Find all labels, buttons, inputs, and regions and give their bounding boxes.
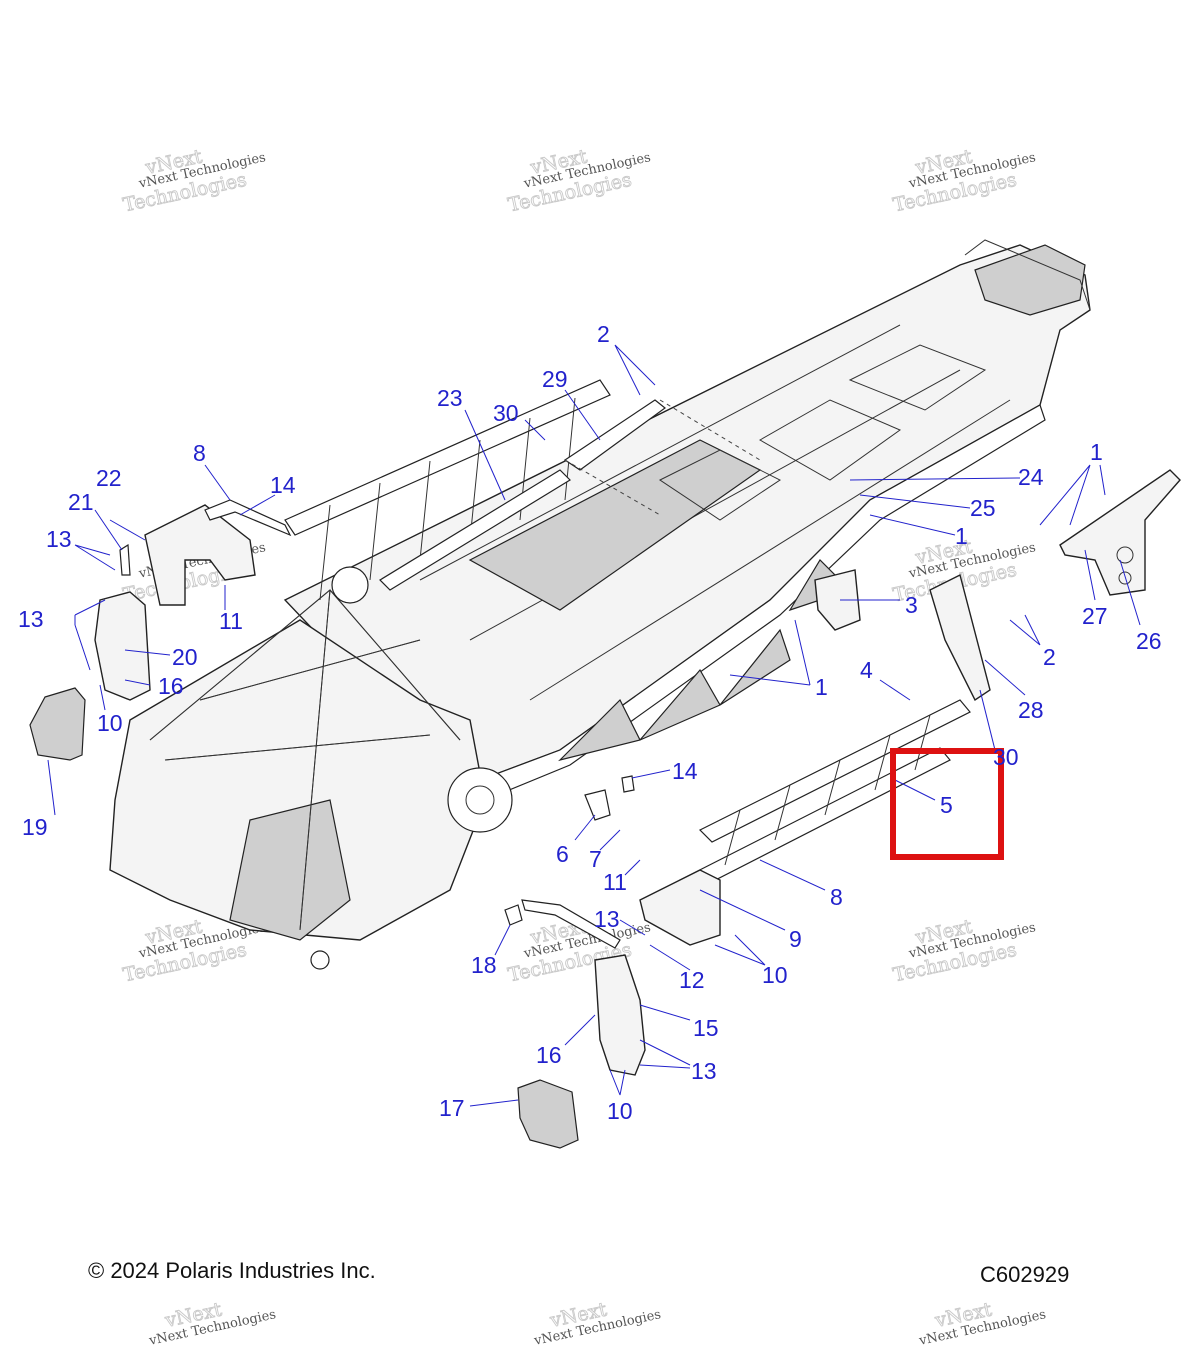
callout-27[interactable]: 27 bbox=[1082, 603, 1108, 629]
watermark: vNext vNext Technologies bbox=[147, 1298, 277, 1349]
left-running-board-slats bbox=[319, 397, 576, 601]
right-running-board-group bbox=[639, 569, 991, 946]
part-21-clip bbox=[119, 543, 131, 576]
callout-20[interactable]: 20 bbox=[172, 644, 198, 670]
front-bulkhead-shadow bbox=[229, 799, 351, 941]
part-22-bracket bbox=[144, 504, 256, 606]
upper-frame-tubes-inner bbox=[149, 589, 461, 931]
right-running-board-slats bbox=[724, 714, 931, 866]
part-18-clip bbox=[504, 904, 523, 926]
part-23-rail bbox=[379, 469, 571, 591]
front-hub-hole bbox=[465, 785, 495, 815]
bracket-hole bbox=[1118, 571, 1132, 585]
callout-7[interactable]: 7 bbox=[589, 846, 602, 872]
rear-flap bbox=[974, 244, 1086, 316]
part-29-rail bbox=[563, 399, 666, 471]
callout-17[interactable]: 17 bbox=[439, 1095, 465, 1121]
callout-labels: 2 29 23 30 8 14 22 21 13 11 13 20 16 10 … bbox=[18, 321, 1162, 1124]
callout-14[interactable]: 14 bbox=[672, 758, 698, 784]
bracket-3 bbox=[814, 569, 861, 631]
part-19-pad bbox=[29, 687, 86, 761]
callout-19[interactable]: 19 bbox=[22, 814, 48, 840]
callout-2[interactable]: 2 bbox=[1043, 644, 1056, 670]
lower-fitting bbox=[310, 950, 330, 970]
callout-13[interactable]: 13 bbox=[594, 906, 620, 932]
watermark: Technologies vNext vNext Technologies bbox=[121, 145, 268, 217]
bracket-9 bbox=[639, 869, 721, 946]
callout-21[interactable]: 21 bbox=[68, 489, 94, 515]
part-20-panel bbox=[94, 591, 151, 701]
callout-30[interactable]: 30 bbox=[993, 744, 1019, 770]
callout-13[interactable]: 13 bbox=[46, 526, 72, 552]
highlight-box bbox=[890, 748, 1004, 860]
callout-18[interactable]: 18 bbox=[471, 952, 497, 978]
callout-16[interactable]: 16 bbox=[536, 1042, 562, 1068]
part-15-panel bbox=[594, 954, 646, 1076]
callout-24[interactable]: 24 bbox=[1018, 464, 1044, 490]
rear-rack bbox=[964, 239, 1091, 311]
right-running-board bbox=[698, 699, 971, 843]
tunnel-ribs bbox=[659, 344, 987, 521]
bracket-hole bbox=[1116, 546, 1134, 564]
callout-6[interactable]: 6 bbox=[556, 841, 569, 867]
callout-22[interactable]: 22 bbox=[96, 465, 122, 491]
left-parts-group bbox=[29, 499, 292, 761]
callout-1[interactable]: 1 bbox=[955, 523, 968, 549]
watermark: vNext vNext Technologies bbox=[917, 1298, 1047, 1349]
callout-11[interactable]: 11 bbox=[603, 869, 627, 895]
watermark: Technologies vNext vNext Technologies bbox=[891, 145, 1038, 217]
lower-parts-group bbox=[504, 775, 646, 1149]
upper-rails bbox=[379, 399, 761, 591]
watermark: Technologies vNext vNext Technologies bbox=[506, 145, 653, 217]
callout-29[interactable]: 29 bbox=[542, 366, 568, 392]
watermark: Technologies vNext vNext Technologies bbox=[891, 915, 1038, 987]
callout-10[interactable]: 10 bbox=[607, 1098, 633, 1124]
leader-lines bbox=[47, 344, 1141, 1107]
part-14-bolt bbox=[621, 775, 635, 793]
chassis-assembly bbox=[109, 239, 1091, 970]
callout-1[interactable]: 1 bbox=[815, 674, 828, 700]
bumper-28 bbox=[929, 573, 991, 702]
callout-13[interactable]: 13 bbox=[18, 606, 44, 632]
watermark: vNext vNext Technologies bbox=[532, 1298, 662, 1349]
callout-25[interactable]: 25 bbox=[970, 495, 996, 521]
callout-28[interactable]: 28 bbox=[1018, 697, 1044, 723]
callout-14[interactable]: 14 bbox=[270, 472, 296, 498]
drawing-code: C602929 bbox=[980, 1262, 1070, 1287]
callout-10[interactable]: 10 bbox=[762, 962, 788, 988]
callout-13[interactable]: 13 bbox=[691, 1058, 717, 1084]
part-6-fitting bbox=[584, 789, 611, 821]
callout-10[interactable]: 10 bbox=[97, 710, 123, 736]
part-26-bracket bbox=[1059, 469, 1181, 596]
front-hub-plate bbox=[447, 767, 513, 833]
callout-3[interactable]: 3 bbox=[905, 592, 918, 618]
callout-23[interactable]: 23 bbox=[437, 385, 463, 411]
part-12-strap bbox=[521, 899, 621, 949]
part-17-pad bbox=[517, 1079, 579, 1149]
callout-8[interactable]: 8 bbox=[193, 440, 206, 466]
steering-post-top bbox=[331, 566, 369, 604]
callout-8[interactable]: 8 bbox=[830, 884, 843, 910]
left-running-board bbox=[284, 379, 611, 536]
callout-5[interactable]: 5 bbox=[940, 792, 953, 818]
callout-1[interactable]: 1 bbox=[1090, 439, 1103, 465]
callout-12[interactable]: 12 bbox=[679, 967, 705, 993]
callout-2[interactable]: 2 bbox=[597, 321, 610, 347]
callout-9[interactable]: 9 bbox=[789, 926, 802, 952]
rear-bracket-group bbox=[1059, 469, 1181, 596]
callout-15[interactable]: 15 bbox=[693, 1015, 719, 1041]
callout-16[interactable]: 16 bbox=[158, 673, 184, 699]
copyright-text: © 2024 Polaris Industries Inc. bbox=[88, 1258, 376, 1283]
callout-4[interactable]: 4 bbox=[860, 657, 873, 683]
callout-26[interactable]: 26 bbox=[1136, 628, 1162, 654]
callout-11[interactable]: 11 bbox=[219, 608, 243, 634]
dashed-guide bbox=[564, 399, 761, 516]
front-bulkhead bbox=[109, 619, 486, 941]
callout-30[interactable]: 30 bbox=[493, 400, 519, 426]
